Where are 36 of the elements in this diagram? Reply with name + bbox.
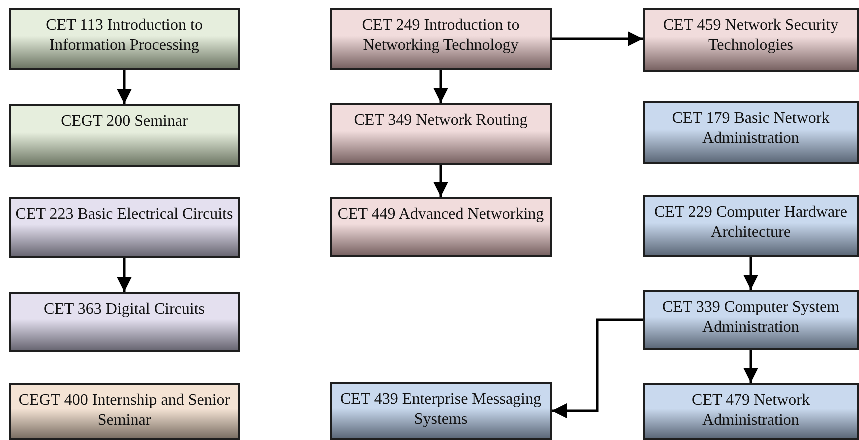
course-title: CET 479 Network Administration: [691, 391, 811, 431]
course-title: CET 113 Introduction to Information Processing: [45, 16, 204, 56]
course-box: [9, 292, 240, 352]
arrow: [117, 70, 132, 104]
course-title: CET 223 Basic Electrical Circuits: [16, 205, 234, 225]
course-box: [9, 8, 240, 70]
course-title: CET 249 Introduction to Networking Technology: [361, 16, 521, 56]
course-title: CET 439 Enterprise Messaging Systems: [339, 390, 542, 430]
course-title: CEGT 200 Seminar: [61, 112, 188, 132]
course-box: [330, 8, 552, 70]
arrow: [434, 165, 448, 197]
course-box: [643, 8, 859, 72]
arrow: [552, 32, 643, 46]
arrow: [117, 258, 132, 292]
arrow: [552, 318, 643, 418]
course-title: CET 449 Advanced Networking: [338, 205, 544, 225]
arrow: [744, 350, 758, 383]
course-box: [9, 104, 240, 167]
course-box: [643, 195, 859, 257]
course-box: [330, 197, 552, 257]
course-title: CET 179 Basic Network Administration: [671, 109, 831, 149]
course-title: CEGT 400 Internship and Senior Seminar: [18, 391, 232, 431]
course-box: [330, 382, 552, 440]
arrow: [434, 70, 448, 103]
course-title: CET 229 Computer Hardware Architecture: [654, 203, 848, 243]
course-box: [330, 103, 552, 165]
course-box: [9, 197, 240, 258]
course-box: [9, 383, 240, 440]
course-box: [643, 101, 859, 164]
course-box: [643, 290, 859, 350]
course-title: CET 459 Network Security Technologies: [662, 16, 840, 56]
course-title: CET 339 Computer System Administration: [661, 298, 841, 338]
course-box: [643, 383, 859, 440]
arrow: [744, 257, 758, 290]
course-title: CET 363 Digital Circuits: [44, 300, 206, 320]
course-title: CET 349 Network Routing: [354, 111, 528, 131]
